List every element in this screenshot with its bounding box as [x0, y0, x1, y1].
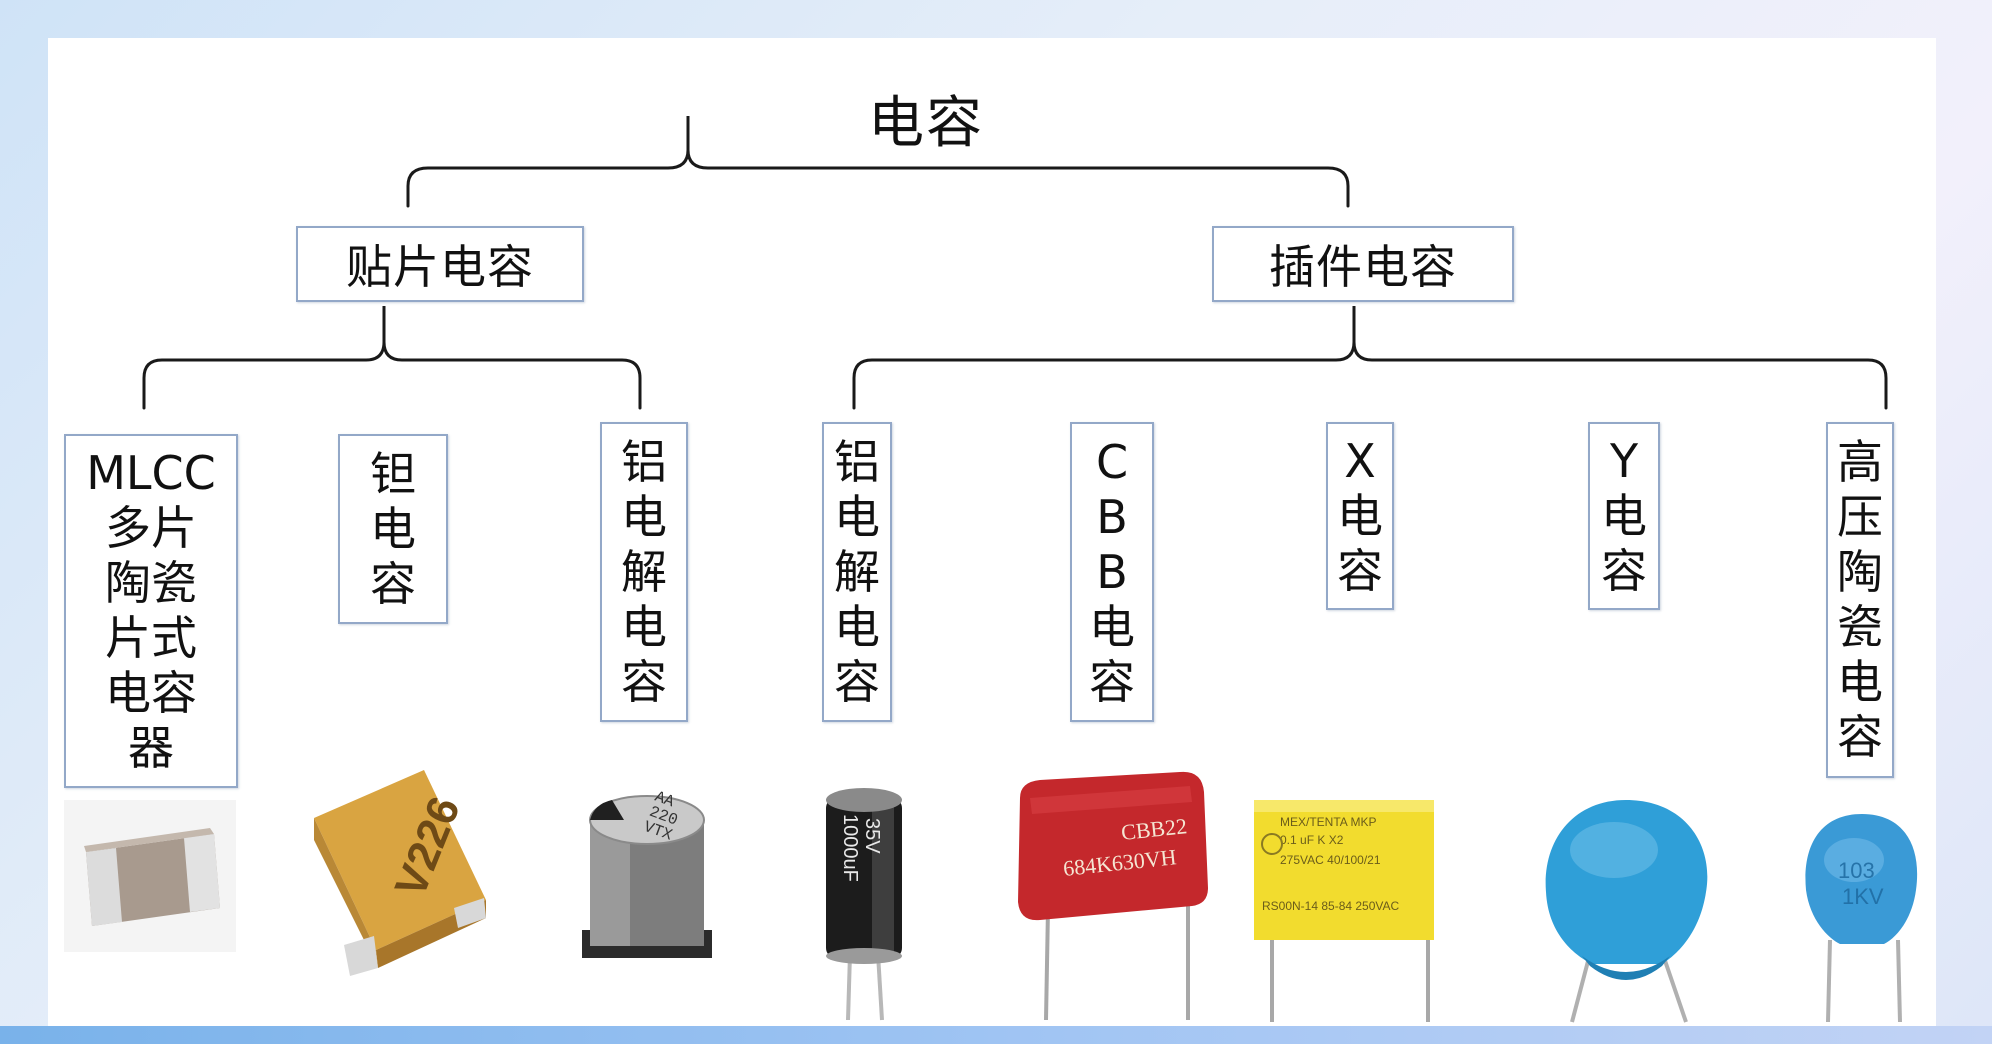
x-cap-marking: 0.1 uF K X2 — [1280, 833, 1344, 847]
leaf-cbb: CBB电容 — [1070, 422, 1154, 722]
tantalum-image: V226 — [314, 770, 486, 976]
leaf-cbb-label: CBB电容 — [1089, 434, 1135, 709]
x-cap-marking: 275VAC 40/100/21 — [1280, 853, 1381, 867]
branch-smd-label: 贴片电容 — [346, 240, 534, 294]
leaf-x-cap-label: X电容 — [1337, 433, 1383, 598]
branch-through-hole-label: 插件电容 — [1269, 240, 1457, 294]
diagram-canvas: 电容 贴片电容 插件电容 MLCC 多片 陶瓷 片式 电容 器 钽电容 铝电解电… — [48, 38, 1936, 1026]
leaf-tantalum-label: 钽电容 — [370, 446, 416, 611]
tree-connectors — [142, 116, 1888, 410]
branch-through-hole: 插件电容 — [1212, 226, 1514, 302]
smd-electrolytic-marking: AA — [652, 788, 677, 812]
leaf-th-aluminum-electrolytic-label: 铝电解电容 — [834, 434, 880, 709]
leaf-y-cap-label: Y电容 — [1601, 433, 1647, 598]
root-brace — [406, 116, 1350, 208]
leaf-mlcc-line: 电容 — [105, 666, 197, 720]
root-label: 电容 — [868, 91, 984, 156]
leaf-mlcc: MLCC 多片 陶瓷 片式 电容 器 — [64, 434, 238, 788]
hv-ceramic-marking: 103 — [1838, 858, 1875, 883]
x-cap-image: MEX/TENTA MKP 0.1 uF K X2 275VAC 40/100/… — [1254, 800, 1434, 1022]
leaf-smd-aluminum-electrolytic: 铝电解电容 — [600, 422, 688, 722]
leaf-x-cap: X电容 — [1326, 422, 1394, 610]
leaf-tantalum: 钽电容 — [338, 434, 448, 624]
smd-electrolytic-image: AA 220 VTX — [582, 788, 712, 958]
leaf-y-cap: Y电容 — [1588, 422, 1660, 610]
right-brace — [852, 306, 1888, 410]
x-cap-marking: MEX/TENTA MKP — [1280, 815, 1376, 829]
leaf-hv-ceramic-label: 高压陶瓷电容 — [1837, 435, 1883, 764]
leaf-th-aluminum-electrolytic: 铝电解电容 — [822, 422, 892, 722]
leaf-mlcc-line: MLCC — [86, 446, 216, 500]
cbb-image: CBB22 684K630VH — [1018, 771, 1208, 1021]
radial-electrolytic-marking: 35V — [861, 818, 883, 854]
leaf-smd-aluminum-electrolytic-label: 铝电解电容 — [621, 434, 667, 709]
slide-bottom-bar — [0, 1026, 1992, 1044]
radial-electrolytic-image: 1000uF 35V — [826, 788, 902, 1021]
leaf-mlcc-line: 多片 — [105, 501, 197, 555]
mlcc-image — [64, 800, 236, 952]
hv-ceramic-image: 103 1KV — [1805, 814, 1918, 1023]
leaf-mlcc-line: 器 — [128, 721, 174, 775]
branch-smd: 贴片电容 — [296, 226, 584, 302]
leaf-mlcc-line: 片式 — [105, 611, 197, 665]
hv-ceramic-marking: 1KV — [1842, 884, 1884, 909]
left-brace — [142, 306, 642, 410]
y-cap-image — [1545, 800, 1708, 1023]
radial-electrolytic-marking: 1000uF — [839, 814, 861, 882]
leaf-mlcc-line: 陶瓷 — [105, 556, 197, 610]
leaf-hv-ceramic: 高压陶瓷电容 — [1826, 422, 1894, 778]
x-cap-marking: RS00N-14 85-84 250VAC — [1262, 899, 1400, 913]
